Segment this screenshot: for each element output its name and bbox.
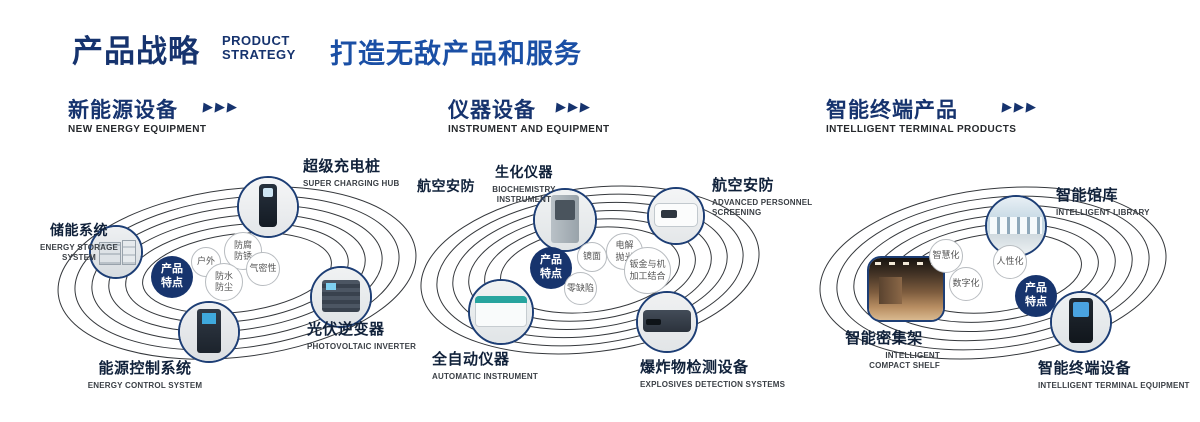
label-biochem: 生化仪器 BIOCHEMISTRY INSTRUMENT [468,162,580,206]
automatic-photo [470,281,532,343]
page-subtitle: PRODUCT STRATEGY [222,33,296,63]
section-subtitle-new-energy: NEW ENERGY EQUIPMENT [68,124,207,135]
feature-bubble-waterproof: 防水防尘 [205,263,243,301]
label-compact-shelf: 智能密集架 INTELLIGENT COMPACT SHELF [828,327,940,372]
triple-arrow-icon: ▶▶▶ [555,99,593,114]
label-terminal-equipment-en: INTELLIGENT TERMINAL EQUIPMENT [1038,381,1190,390]
label-compact-shelf-en: INTELLIGENT COMPACT SHELF [869,351,940,371]
label-automatic-en: AUTOMATIC INSTRUMENT [432,372,538,381]
orbit-rings-new-energy [57,186,417,360]
biochem-photo [535,190,595,250]
feature-bubble-human: 人性化 [993,245,1027,279]
label-pv-inverter-en: PHOTOVOLTAIC INVERTER [307,342,417,351]
label-energy-storage: 储能系统 ENERGY STORAGE SYSTEM [36,220,122,264]
label-energy-storage-cn: 储能系统 [50,222,108,238]
product-features-badge-new-energy: 产品特点 [151,256,193,298]
label-aviation-security: 航空安防 [417,176,475,196]
page-subtitle-line1: PRODUCT [222,33,290,48]
label-automatic: 全自动仪器 AUTOMATIC INSTRUMENT [432,348,538,382]
product-node-automatic [468,279,534,345]
label-library-cn: 智能馆库 [1056,187,1119,204]
label-automatic-cn: 全自动仪器 [432,351,510,368]
label-energy-storage-en: ENERGY STORAGE SYSTEM [39,243,119,263]
super-charging-photo [239,178,297,236]
product-node-terminal-equipment [1050,291,1112,353]
product-features-badge-terminal: 产品特点 [1015,275,1057,317]
page-subtitle-line2: STRATEGY [222,47,296,63]
triple-arrow-icon: ▶▶▶ [1001,99,1039,114]
screening-photo [649,189,703,243]
section-title-terminal: 智能终端产品 [826,99,958,122]
label-compact-shelf-cn: 智能密集架 [845,330,923,347]
feature-bubble-smart: 智慧化 [929,239,963,273]
tagline: 打造无敌产品和服务 [330,39,582,69]
product-node-super-charging [237,176,299,238]
label-explosives-cn: 爆炸物检测设备 [640,359,749,376]
label-terminal-equipment: 智能终端设备 INTELLIGENT TERMINAL EQUIPMENT [1038,357,1190,391]
product-node-pv-inverter [310,266,372,328]
energy-control-photo [180,303,238,361]
feature-bubble-airtight: 气密性 [246,252,280,286]
feature-bubble-sheet-metal: 钣金与机加工结合 [624,247,671,294]
label-super-charging-cn: 超级充电桩 [303,158,381,175]
label-screening-cn: 航空安防 [712,177,775,194]
product-node-biochem [533,188,597,252]
triple-arrow-icon: ▶▶▶ [202,99,240,114]
label-energy-control-cn: 能源控制系统 [98,360,192,377]
label-pv-inverter: 光伏逆变器 PHOTOVOLTAIC INVERTER [307,318,416,352]
badge-text: 产品特点 [1025,282,1047,308]
label-aviation-security-cn: 航空安防 [417,178,475,194]
label-biochem-en: BIOCHEMISTRY INSTRUMENT [492,185,556,205]
section-subtitle-terminal: INTELLIGENT TERMINAL PRODUCTS [826,124,1017,135]
label-energy-control-en: ENERGY CONTROL SYSTEM [87,381,203,390]
explosives-photo [638,293,696,351]
label-energy-control: 能源控制系统 ENERGY CONTROL SYSTEM [80,357,210,391]
pv-inverter-photo [312,268,370,326]
label-explosives: 爆炸物检测设备 EXPLOSIVES DETECTION SYSTEMS [640,356,785,390]
label-screening: 航空安防 ADVANCED PERSONNEL SCREENING [712,174,824,219]
label-explosives-en: EXPLOSIVES DETECTION SYSTEMS [640,380,786,389]
label-library-en: INTELLIGENT LIBRARY [1056,208,1150,217]
compact-shelf-photo [869,258,943,320]
section-title-instrument: 仪器设备 [448,99,536,122]
feature-bubble-mirror: 镜面 [577,242,607,272]
label-terminal-equipment-cn: 智能终端设备 [1038,360,1132,377]
badge-text: 产品特点 [161,263,183,289]
terminal-equipment-photo [1052,293,1110,351]
library-photo [987,197,1045,255]
badge-text: 产品特点 [540,254,562,280]
page-title: 产品战略 [72,34,200,69]
product-node-compact-shelf [867,256,945,322]
product-node-screening [647,187,705,245]
energy-storage-photo [91,227,141,277]
label-biochem-cn: 生化仪器 [495,164,553,180]
product-node-explosives [636,291,698,353]
feature-bubble-digital: 数字化 [949,267,983,301]
label-super-charging-en: SUPER CHARGING HUB [303,179,400,188]
section-title-new-energy: 新能源设备 [68,99,178,122]
label-pv-inverter-cn: 光伏逆变器 [307,321,385,338]
product-node-energy-storage [89,225,143,279]
label-screening-en: ADVANCED PERSONNEL SCREENING [712,198,813,218]
product-node-energy-control [178,301,240,363]
label-library: 智能馆库 INTELLIGENT LIBRARY [1056,184,1150,218]
feature-bubble-zero-defect: 零缺陷 [564,272,597,305]
section-subtitle-instrument: INSTRUMENT AND EQUIPMENT [448,124,610,135]
label-super-charging: 超级充电桩 SUPER CHARGING HUB [303,155,400,189]
